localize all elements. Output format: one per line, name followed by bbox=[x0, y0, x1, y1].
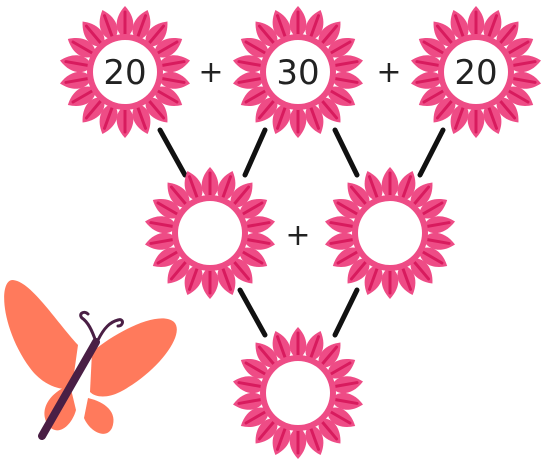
top-left-value: 20 bbox=[103, 53, 146, 93]
plus-operator-middle: + bbox=[285, 218, 310, 253]
flower-top-middle: 30 bbox=[232, 6, 365, 138]
flower-bottom[interactable] bbox=[232, 327, 365, 459]
line-middle-left-to-bottom bbox=[240, 290, 265, 335]
plus-operator-top-right: + bbox=[376, 55, 401, 90]
flower-top-right: 20 bbox=[410, 6, 543, 138]
butterfly-icon bbox=[4, 280, 177, 436]
flower-middle-left[interactable] bbox=[144, 167, 277, 299]
top-right-value: 20 bbox=[454, 53, 497, 93]
flower-top-left: 20 bbox=[59, 6, 192, 138]
line-top-middle-to-middle-left bbox=[245, 130, 265, 175]
top-middle-value: 30 bbox=[276, 53, 319, 93]
line-top-right-to-middle-right bbox=[420, 130, 443, 175]
line-top-left-to-middle-left bbox=[160, 130, 185, 175]
line-middle-right-to-bottom bbox=[335, 290, 357, 335]
flower-icon bbox=[232, 327, 365, 459]
plus-operator-top-left: + bbox=[198, 55, 223, 90]
flower-icon bbox=[324, 167, 457, 299]
line-top-middle-to-middle-right bbox=[335, 130, 357, 175]
flower-middle-right[interactable] bbox=[324, 167, 457, 299]
flower-icon bbox=[144, 167, 277, 299]
